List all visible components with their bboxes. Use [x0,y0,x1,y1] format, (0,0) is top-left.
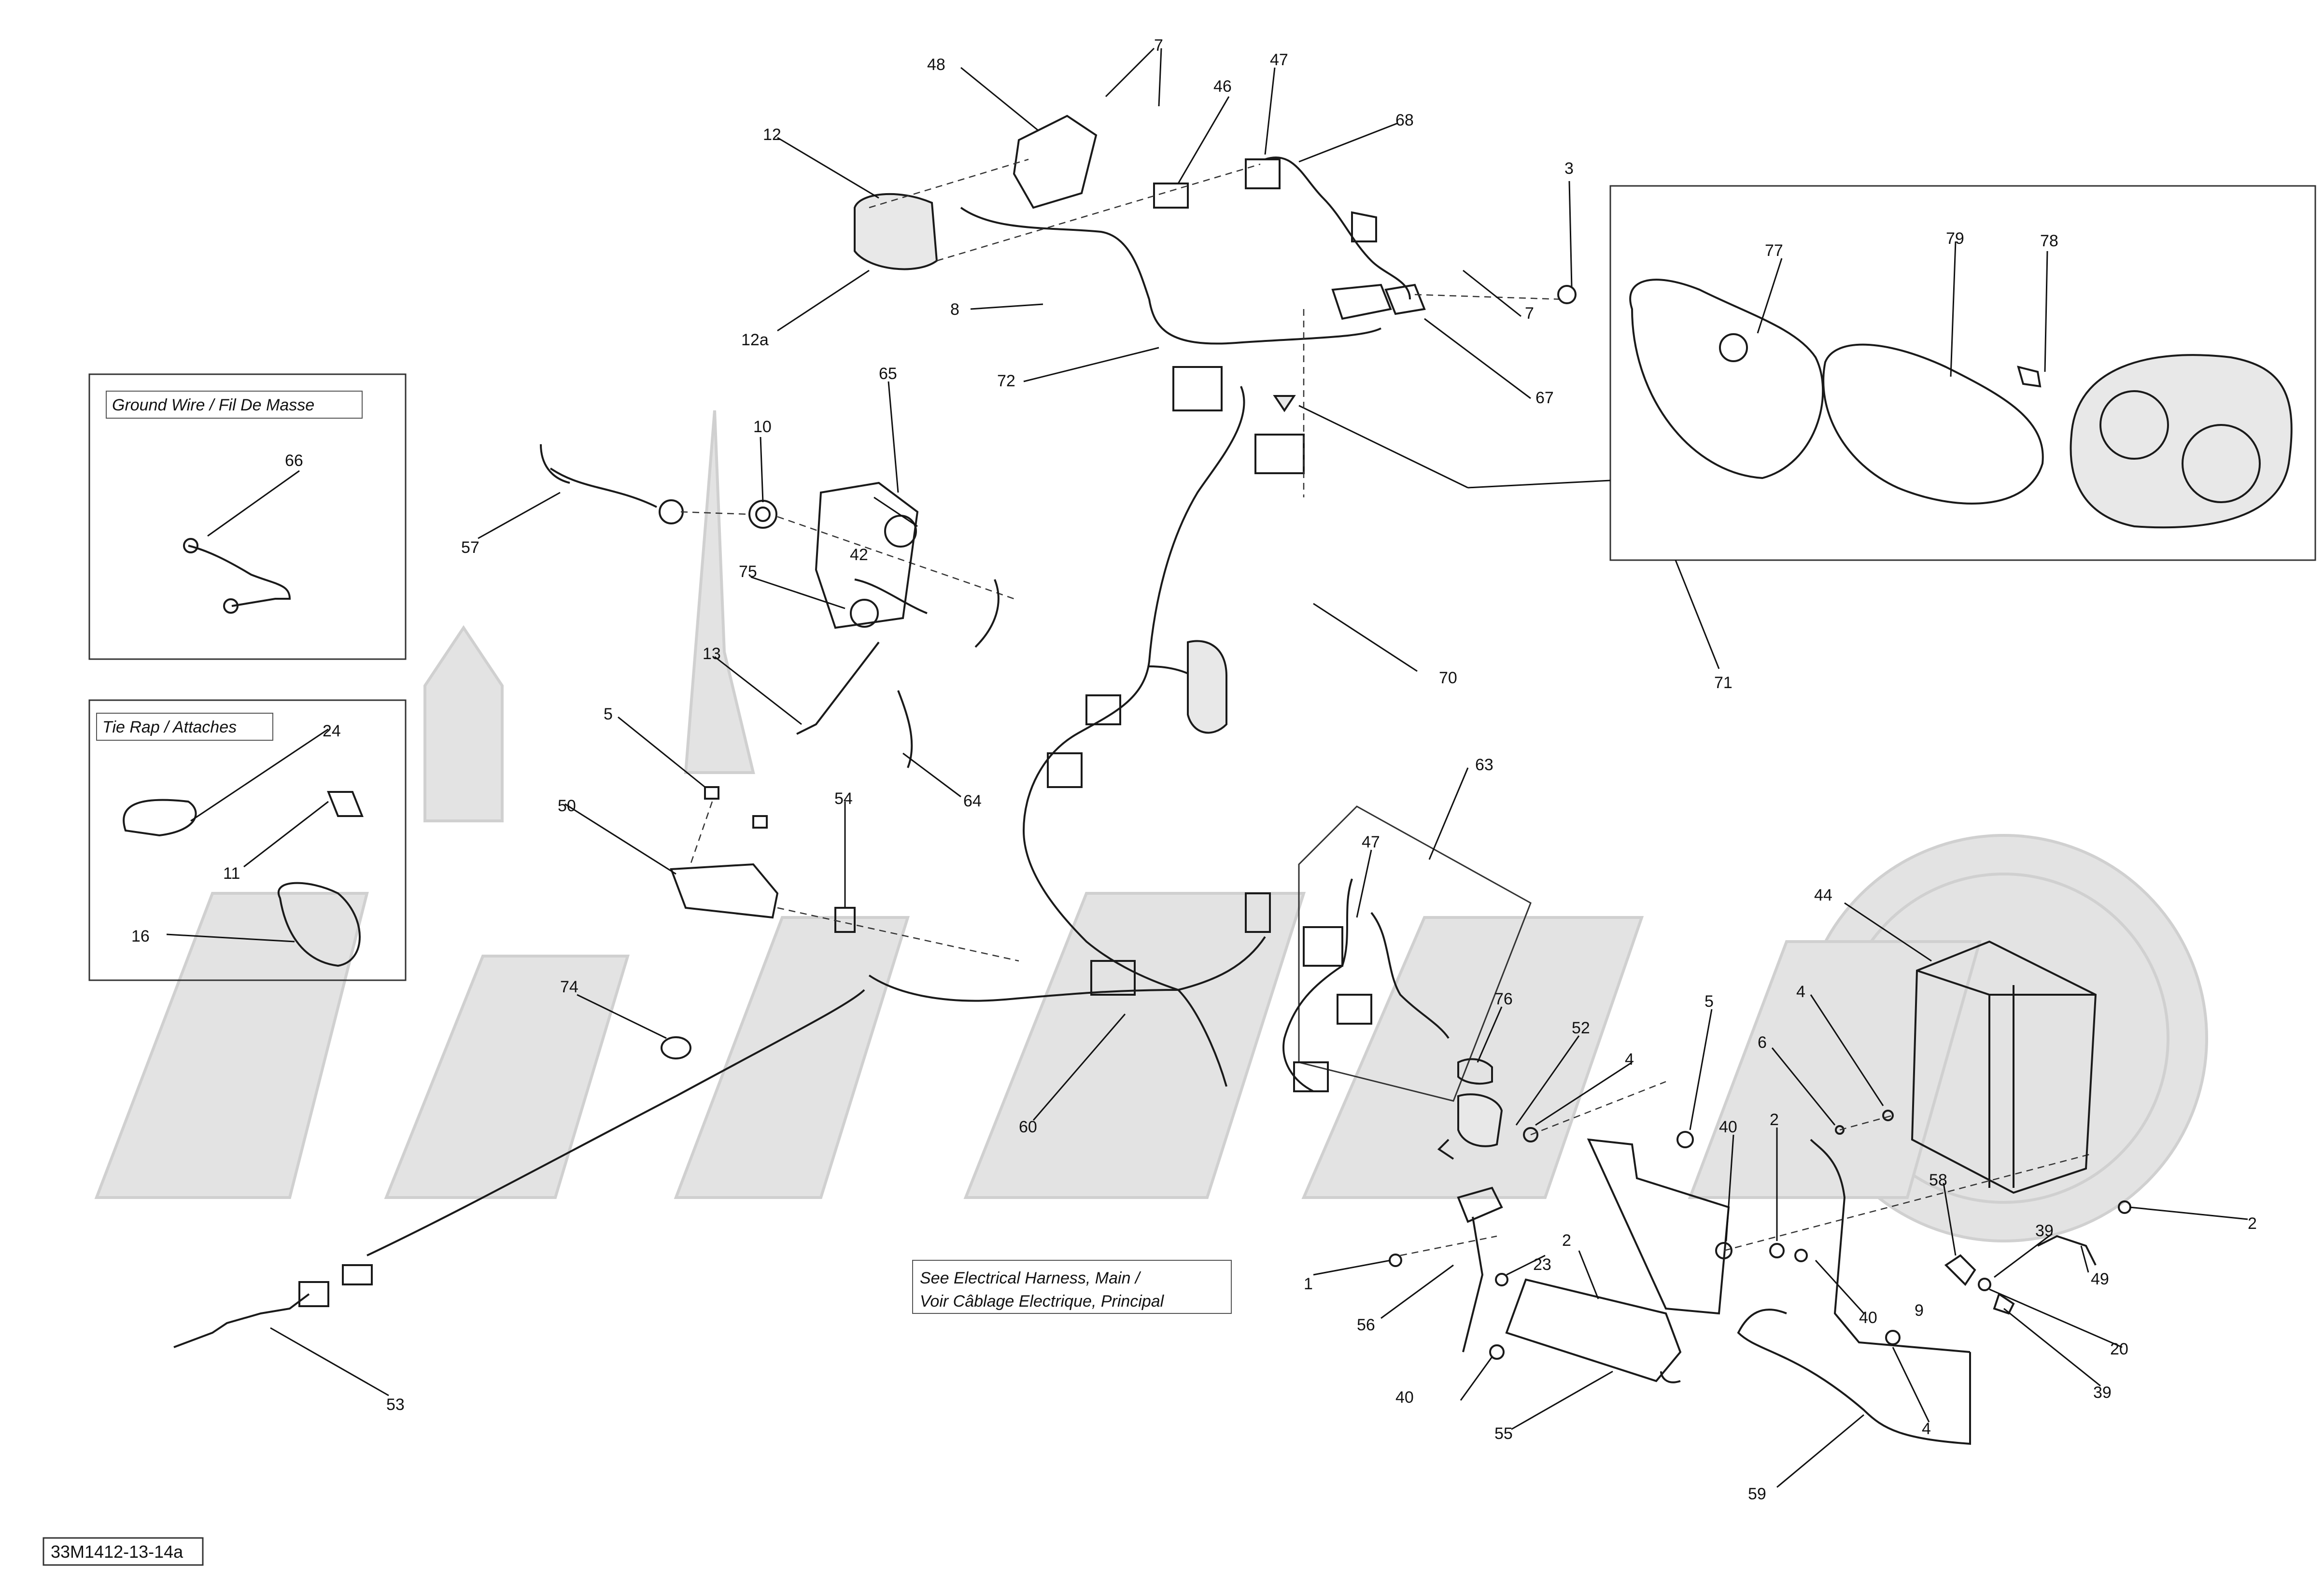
callout-58: 58 [1929,1171,1947,1189]
callout-49: 49 [2091,1270,2109,1288]
callout-13: 13 [703,645,721,663]
callout-67: 67 [1535,389,1554,407]
main-harness: 60 [868,309,1305,1136]
callout-76: 76 [1494,990,1513,1008]
callout-56: 56 [1357,1316,1375,1334]
callout-8: 8 [950,300,959,319]
callout-72: 72 [997,372,1015,390]
callout-71: 71 [1714,674,1732,692]
callout-2-right: 2 [2248,1214,2257,1233]
callout-12a: 12a [741,331,769,349]
callout-46: 46 [1213,77,1232,96]
callout-54: 54 [834,790,853,808]
callout-77: 77 [1765,241,1783,260]
callout-39-top: 39 [2035,1222,2054,1240]
callout-5-left: 5 [604,705,613,723]
callout-42: 42 [850,546,868,564]
callout-44: 44 [1814,886,1832,904]
drawing-code-box: 33M1412-13-14a [42,1537,204,1566]
callout-63: 63 [1475,756,1493,774]
callout-7-mid: 7 [1525,304,1534,323]
callout-4-top: 4 [1796,983,1805,1001]
right-middle-components: 63 47 76 52 4 5 40 2 1 23 56 2 40 55 40 [1282,756,2091,1443]
tie-rap-label: Tie Rap / Attaches [102,718,237,736]
battery-group: 44 4 6 58 2 39 49 9 20 39 4 59 [1737,886,2257,1503]
callout-12: 12 [763,126,781,144]
drawing-code: 33M1412-13-14a [51,1542,183,1562]
callout-57: 57 [461,538,479,557]
callout-4-mid: 4 [1625,1050,1634,1069]
callout-79: 79 [1946,229,1964,248]
callout-2-low: 2 [1562,1231,1571,1250]
callout-6: 6 [1758,1033,1767,1052]
callout-68: 68 [1395,111,1414,129]
callout-9: 9 [1915,1301,1924,1320]
see-harness-line-2: Voir Câblage Electrique, Principal [920,1292,1165,1311]
callout-48: 48 [927,56,945,74]
callout-66: 66 [285,451,303,470]
callout-53: 53 [386,1396,405,1414]
callout-20: 20 [2110,1340,2128,1358]
callout-47-mid: 47 [1362,833,1380,851]
callout-59: 59 [1748,1485,1766,1503]
tie-rap-inset: Tie Rap / Attaches 24 11 16 [88,699,407,981]
callout-10: 10 [753,418,772,436]
callout-16: 16 [131,927,150,945]
see-harness-note: See Electrical Harness, Main / Voir Câbl… [912,1260,1232,1314]
see-harness-line-1: See Electrical Harness, Main / [920,1269,1141,1287]
callout-70: 70 [1439,669,1457,687]
left-components: 57 10 65 42 75 13 70 64 5 50 54 74 53 [173,365,1457,1414]
callout-55: 55 [1494,1424,1513,1443]
gauge-cluster-frame: 77 79 78 71 [1298,185,2316,692]
watermark-logo [94,410,2208,1242]
callout-50: 50 [558,797,576,815]
callout-5-right: 5 [1704,992,1714,1011]
callout-40-top: 40 [1719,1118,1737,1136]
callout-3: 3 [1564,159,1574,178]
callout-75: 75 [739,563,757,581]
callout-1: 1 [1304,1275,1313,1293]
callout-65: 65 [879,365,897,383]
callout-40-right: 40 [1859,1309,1877,1327]
ground-wire-label: Ground Wire / Fil De Masse [112,396,314,414]
callout-2-mid: 2 [1770,1111,1779,1129]
callout-40-low: 40 [1395,1388,1414,1407]
callout-78: 78 [2040,232,2058,250]
callout-74: 74 [560,978,578,996]
callout-52: 52 [1572,1019,1590,1037]
callout-60: 60 [1019,1118,1037,1136]
callout-4-low: 4 [1922,1420,1931,1438]
callout-7-top: 7 [1154,36,1163,55]
callout-11: 11 [223,864,240,883]
callout-24: 24 [323,722,341,740]
callout-23: 23 [1533,1255,1551,1274]
callout-47-top: 47 [1270,51,1288,69]
handlebar-switch-group: 48 7 46 47 68 12 12a 8 72 7 67 3 [741,36,1577,407]
callout-64: 64 [963,792,982,810]
ground-wire-inset: Ground Wire / Fil De Masse 66 [88,373,407,660]
callout-39-low: 39 [2093,1383,2112,1402]
